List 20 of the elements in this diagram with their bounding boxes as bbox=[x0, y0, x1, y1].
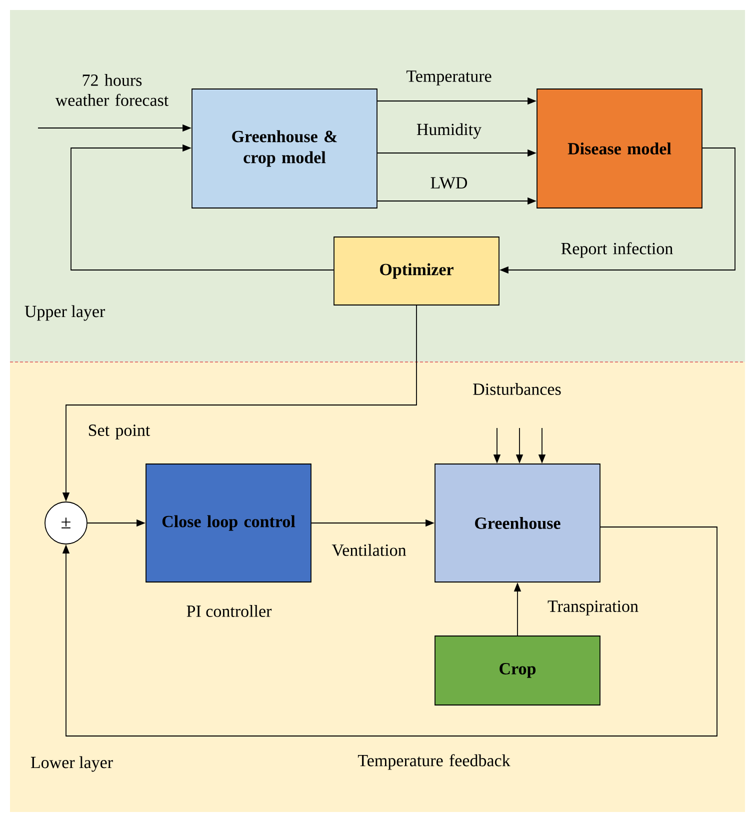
edge-label: Set point bbox=[88, 424, 150, 440]
optimizer-box: Optimizer bbox=[334, 236, 500, 306]
edge-label: Transpiration bbox=[548, 600, 638, 616]
controller-box: Close loop control PI controller bbox=[146, 464, 312, 617]
edge-label: Temperature feedback bbox=[358, 754, 510, 770]
edge-label: Ventilation bbox=[332, 544, 406, 556]
arrow bbox=[62, 526, 718, 736]
disturbance-label: Disturbances bbox=[473, 383, 561, 395]
process-box: Greenhouse bbox=[434, 464, 600, 582]
edge-label: 72 hours weather forecast bbox=[55, 74, 169, 106]
edge-label: LWD bbox=[430, 177, 468, 189]
edge-label: Humidity bbox=[416, 123, 482, 139]
edge-label: Report infection bbox=[561, 242, 673, 258]
node-label: PI controller bbox=[186, 605, 272, 617]
sum-junction: ± bbox=[44, 502, 88, 544]
process-box: Crop bbox=[434, 636, 600, 706]
model-box: Disease model bbox=[536, 88, 702, 208]
arrow bbox=[70, 144, 334, 270]
edge-label: Temperature bbox=[406, 70, 492, 86]
model-box: Greenhouse & crop model bbox=[192, 88, 378, 208]
